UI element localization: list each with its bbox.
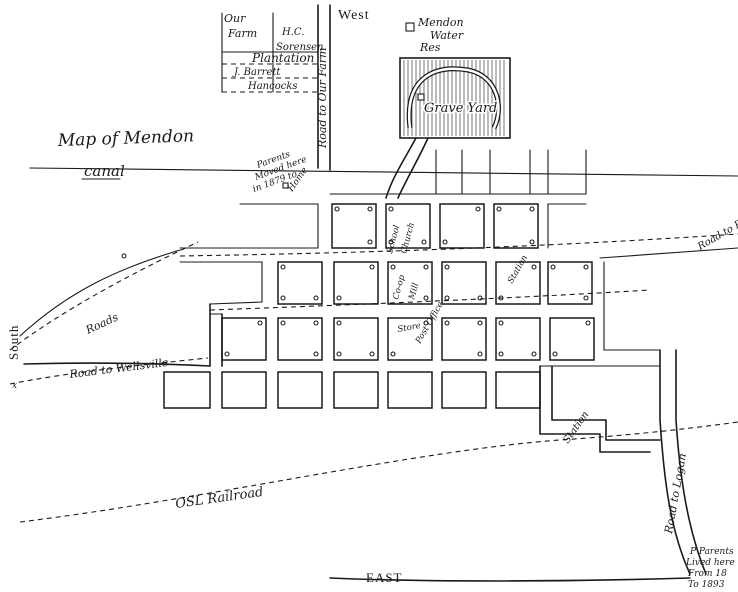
house-marker bbox=[336, 320, 342, 326]
x-marker: x bbox=[12, 381, 17, 391]
house-marker bbox=[529, 239, 535, 245]
town-block bbox=[333, 371, 379, 409]
house-marker bbox=[498, 351, 504, 357]
house-marker bbox=[552, 351, 558, 357]
parents-lived-note: P Parents Lived here From 18 To 1893 bbox=[685, 547, 735, 590]
road-to-pet-label: Road to Pet bbox=[695, 213, 738, 253]
house-marker bbox=[477, 351, 483, 357]
house-marker bbox=[313, 351, 319, 357]
house-marker bbox=[583, 264, 589, 270]
farm-plots: Our Farm H.C. Sorensen Plantation J. Bar… bbox=[221, 12, 324, 93]
house-marker bbox=[444, 295, 450, 301]
house-marker bbox=[421, 239, 427, 245]
house-marker bbox=[313, 320, 319, 326]
house-marker bbox=[257, 320, 263, 326]
grave-yard-road bbox=[385, 137, 429, 199]
our-farm-label-1: Our bbox=[224, 12, 246, 25]
station-label: Station bbox=[561, 409, 591, 445]
house-marker bbox=[369, 351, 375, 357]
road-to-wellsville-label: Road to Wellsville bbox=[68, 356, 170, 381]
town-block bbox=[277, 371, 323, 409]
hc-sorensen-label-1: H.C. bbox=[281, 27, 304, 38]
water-reservoir: Mendon Water Res bbox=[405, 16, 464, 54]
house-marker bbox=[388, 206, 394, 212]
map-title: Map of Mendon bbox=[56, 126, 194, 151]
house-marker bbox=[224, 351, 230, 357]
town-block bbox=[163, 371, 211, 409]
mill-label: Mill bbox=[407, 282, 421, 302]
canal-label: canal bbox=[84, 162, 125, 180]
hancocks-label: Hancocks bbox=[247, 81, 298, 92]
compass-east: EAST bbox=[366, 570, 403, 585]
house-marker bbox=[477, 320, 483, 326]
mendon-water-label-3: Res bbox=[419, 41, 441, 54]
mendon-water-label-2: Water bbox=[430, 29, 464, 42]
middle-dashed-road bbox=[209, 289, 651, 311]
road-to-logan: Road to Logan Station bbox=[539, 349, 707, 575]
house-marker bbox=[529, 206, 535, 212]
house-marker bbox=[531, 351, 537, 357]
house-marker bbox=[583, 295, 589, 301]
road-to-logan-label: Road to Logan bbox=[662, 452, 689, 535]
plantation-label: Plantation bbox=[251, 51, 314, 65]
road-to-our-farm-label: Road to Our Farm bbox=[316, 47, 329, 149]
house-marker bbox=[475, 206, 481, 212]
town-block bbox=[387, 371, 433, 409]
north-street-stubs bbox=[329, 149, 587, 195]
east-baseline bbox=[329, 577, 691, 582]
compass-west: West bbox=[338, 8, 370, 23]
house-marker bbox=[388, 239, 394, 245]
road-to-our-farm: Road to Our Farm bbox=[316, 4, 331, 171]
house-marker bbox=[280, 320, 286, 326]
house-marker bbox=[550, 264, 556, 270]
j-barrett-label: J. Barrett bbox=[232, 67, 281, 78]
town-block bbox=[495, 371, 541, 409]
house-marker bbox=[369, 264, 375, 270]
town-blocks bbox=[163, 203, 595, 409]
parents-moved-note: Parents Moved here in 1879 to Home bbox=[252, 149, 310, 194]
parents-lived-1: P Parents bbox=[689, 547, 734, 557]
house-marker bbox=[336, 295, 342, 301]
house-marker bbox=[367, 206, 373, 212]
railroad-label: OSL Railroad bbox=[174, 485, 264, 512]
upper-left-road bbox=[19, 249, 181, 337]
house-marker bbox=[334, 206, 340, 212]
house-marker bbox=[336, 351, 342, 357]
house-marker bbox=[367, 239, 373, 245]
hc-sorensen-label-2: Sorensen bbox=[276, 42, 324, 53]
house-marker bbox=[585, 320, 591, 326]
mendon-water-label-1: Mendon bbox=[417, 16, 464, 29]
house-marker bbox=[442, 239, 448, 245]
house-marker bbox=[531, 264, 537, 270]
house-marker bbox=[423, 320, 429, 326]
grave-yard: Grave Yard bbox=[399, 57, 511, 139]
store-label: Store bbox=[397, 321, 422, 335]
house-marker bbox=[498, 320, 504, 326]
house-marker bbox=[444, 264, 450, 270]
house-marker bbox=[444, 320, 450, 326]
house-marker bbox=[496, 206, 502, 212]
partial-streets bbox=[179, 203, 738, 351]
house-marker bbox=[423, 295, 429, 301]
parents-lived-3: From 18 bbox=[687, 569, 727, 579]
survey-marker bbox=[121, 253, 127, 259]
house-marker bbox=[280, 295, 286, 301]
compass-south: South bbox=[6, 325, 21, 360]
house-marker bbox=[313, 295, 319, 301]
house-marker bbox=[280, 264, 286, 270]
town-block bbox=[441, 371, 487, 409]
house-marker bbox=[390, 264, 396, 270]
our-farm-label-2: Farm bbox=[227, 27, 257, 40]
house-marker bbox=[390, 351, 396, 357]
grave-yard-label: Grave Yard bbox=[424, 101, 497, 116]
town-block bbox=[221, 371, 267, 409]
parents-lived-4: To 1893 bbox=[688, 580, 725, 590]
road-to-wellsville: Road to Wellsville Roads bbox=[9, 241, 223, 385]
canal-line bbox=[29, 167, 738, 177]
osl-railroad: OSL Railroad bbox=[19, 421, 738, 523]
roads-label: Roads bbox=[83, 310, 121, 337]
parents-lived-2: Lived here bbox=[685, 558, 735, 568]
house-marker bbox=[423, 264, 429, 270]
